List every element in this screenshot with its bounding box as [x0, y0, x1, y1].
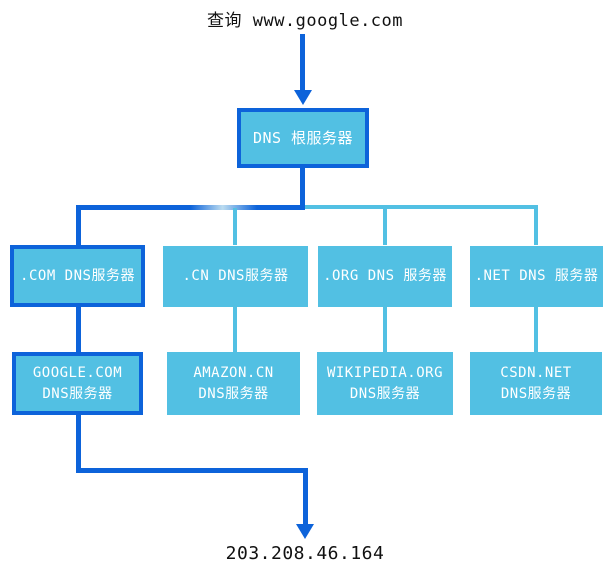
query-title: 查询 www.google.com: [206, 11, 404, 31]
tld-server-box-org: .ORG DNS 服务器: [318, 246, 452, 307]
connector-google-to-elbow: [76, 415, 81, 473]
root-server-label: DNS 根服务器: [252, 128, 354, 147]
connector-elbow-to-result: [303, 468, 308, 525]
tld-com-label: .COM DNS服务器: [20, 267, 135, 284]
tld-net-label: .NET DNS 服务器: [474, 268, 599, 284]
arrow-down-icon: [296, 524, 314, 539]
auth-csdn-line1: CSDN.NET: [500, 364, 572, 381]
connector-com-to-google: [76, 307, 81, 352]
bus-line-highlighted: [76, 205, 305, 210]
auth-google-line1: GOOGLE.COM: [32, 364, 123, 381]
auth-amazon-line2: DNS服务器: [198, 385, 269, 402]
auth-server-box-csdn: CSDN.NET DNS服务器: [470, 352, 602, 415]
auth-google-line2: DNS服务器: [42, 385, 113, 402]
auth-wikipedia-line2: DNS服务器: [349, 385, 421, 402]
auth-wikipedia-line1: WIKIPEDIA.ORG: [326, 364, 444, 381]
auth-amazon-line1: AMAZON.CN: [193, 364, 274, 381]
connector-query-to-root: [300, 34, 305, 92]
tld-server-box-net: .NET DNS 服务器: [470, 246, 603, 307]
connector-bus-to-cn: [233, 208, 237, 245]
connector-bus-to-net: [534, 208, 538, 245]
connector-elbow-horizontal: [76, 468, 308, 473]
arrow-down-icon: [294, 90, 312, 105]
root-server-box: DNS 根服务器: [237, 108, 369, 168]
connector-cn-to-amazon: [233, 307, 237, 352]
connector-bus-to-org: [383, 208, 387, 245]
auth-csdn-line2: DNS服务器: [500, 385, 572, 402]
tld-server-box-cn: .CN DNS服务器: [163, 246, 308, 307]
resolved-ip-text: 203.208.46.164: [225, 543, 385, 564]
auth-server-box-google: GOOGLE.COM DNS服务器: [12, 352, 143, 415]
tld-cn-label: .CN DNS服务器: [182, 268, 289, 284]
auth-server-box-amazon: AMAZON.CN DNS服务器: [167, 352, 300, 415]
connector-root-to-bus: [300, 168, 305, 209]
connector-net-to-csdn: [534, 307, 538, 352]
tld-server-box-com: .COM DNS服务器: [10, 245, 145, 307]
connector-org-to-wikipedia: [383, 307, 387, 352]
tld-org-label: .ORG DNS 服务器: [323, 268, 447, 284]
auth-server-box-wikipedia: WIKIPEDIA.ORG DNS服务器: [317, 352, 453, 415]
bus-line-plain: [305, 205, 538, 209]
connector-bus-to-com: [76, 205, 81, 245]
